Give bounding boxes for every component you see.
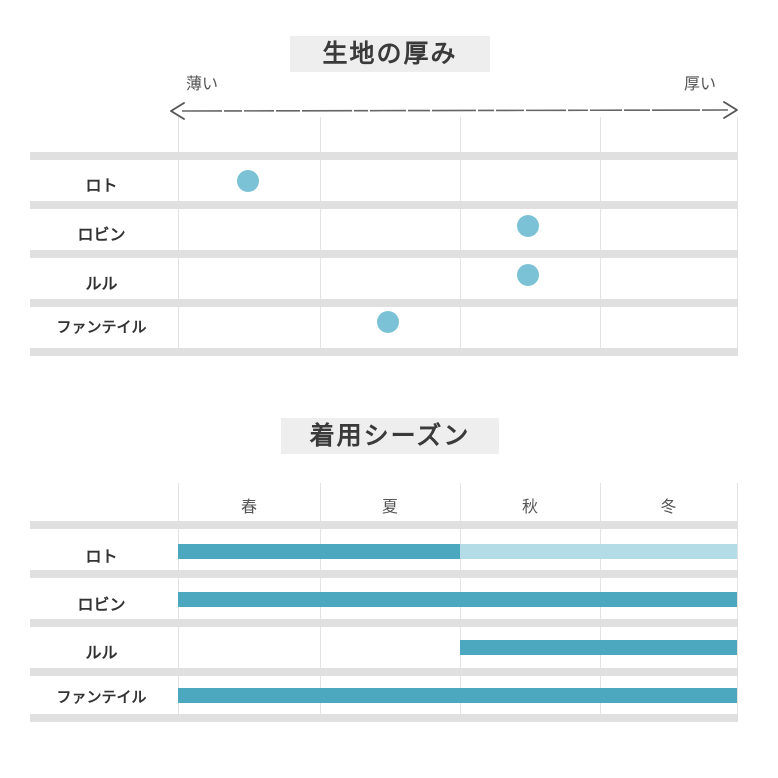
- table-row: ロト: [85, 176, 118, 195]
- column-header-spring: 春: [240, 497, 257, 516]
- season-bar-lulu: [460, 640, 737, 655]
- axis-label-thick: 厚い: [684, 74, 717, 93]
- table-row: ロビン: [77, 595, 126, 614]
- thickness-dot-fantail: [377, 311, 399, 333]
- season-bar-roto-secondary: [460, 544, 737, 559]
- thickness-dot-robin: [517, 215, 539, 237]
- thickness-dot-roto: [237, 170, 259, 192]
- table-row: ファンテイル: [56, 688, 147, 706]
- double-arrow-icon: [168, 98, 740, 122]
- row-divider: [30, 250, 738, 258]
- row-divider: [30, 152, 738, 160]
- gridline-col-5: [737, 483, 738, 720]
- axis-label-thin: 薄い: [186, 74, 219, 93]
- gridline-col-3: [460, 117, 461, 348]
- row-divider: [30, 714, 738, 722]
- gridline-col-1: [178, 117, 179, 348]
- table-row: ファンテイル: [56, 318, 147, 336]
- season-bar-robin: [178, 592, 737, 607]
- row-divider: [30, 201, 738, 209]
- season-bar-roto-primary: [178, 544, 460, 559]
- row-divider: [30, 299, 738, 307]
- table-row: ロト: [85, 547, 118, 566]
- thickness-dot-lulu: [517, 264, 539, 286]
- column-header-summer: 夏: [381, 497, 398, 516]
- row-divider: [30, 668, 738, 676]
- row-divider: [30, 348, 738, 356]
- gridline-col-4: [600, 117, 601, 348]
- table-row: ルル: [85, 643, 118, 662]
- column-header-winter: 冬: [660, 497, 677, 516]
- season-bar-fantail: [178, 688, 737, 703]
- row-divider: [30, 619, 738, 627]
- table-row: ルル: [85, 274, 118, 293]
- row-divider: [30, 570, 738, 578]
- gridline-col-5: [737, 117, 738, 348]
- column-header-autumn: 秋: [521, 497, 538, 516]
- row-divider: [30, 521, 738, 529]
- page-title: 生地の厚み: [290, 36, 490, 72]
- table-row: ロビン: [77, 225, 126, 244]
- section-title: 着用シーズン: [281, 418, 499, 454]
- gridline-col-2: [320, 117, 321, 348]
